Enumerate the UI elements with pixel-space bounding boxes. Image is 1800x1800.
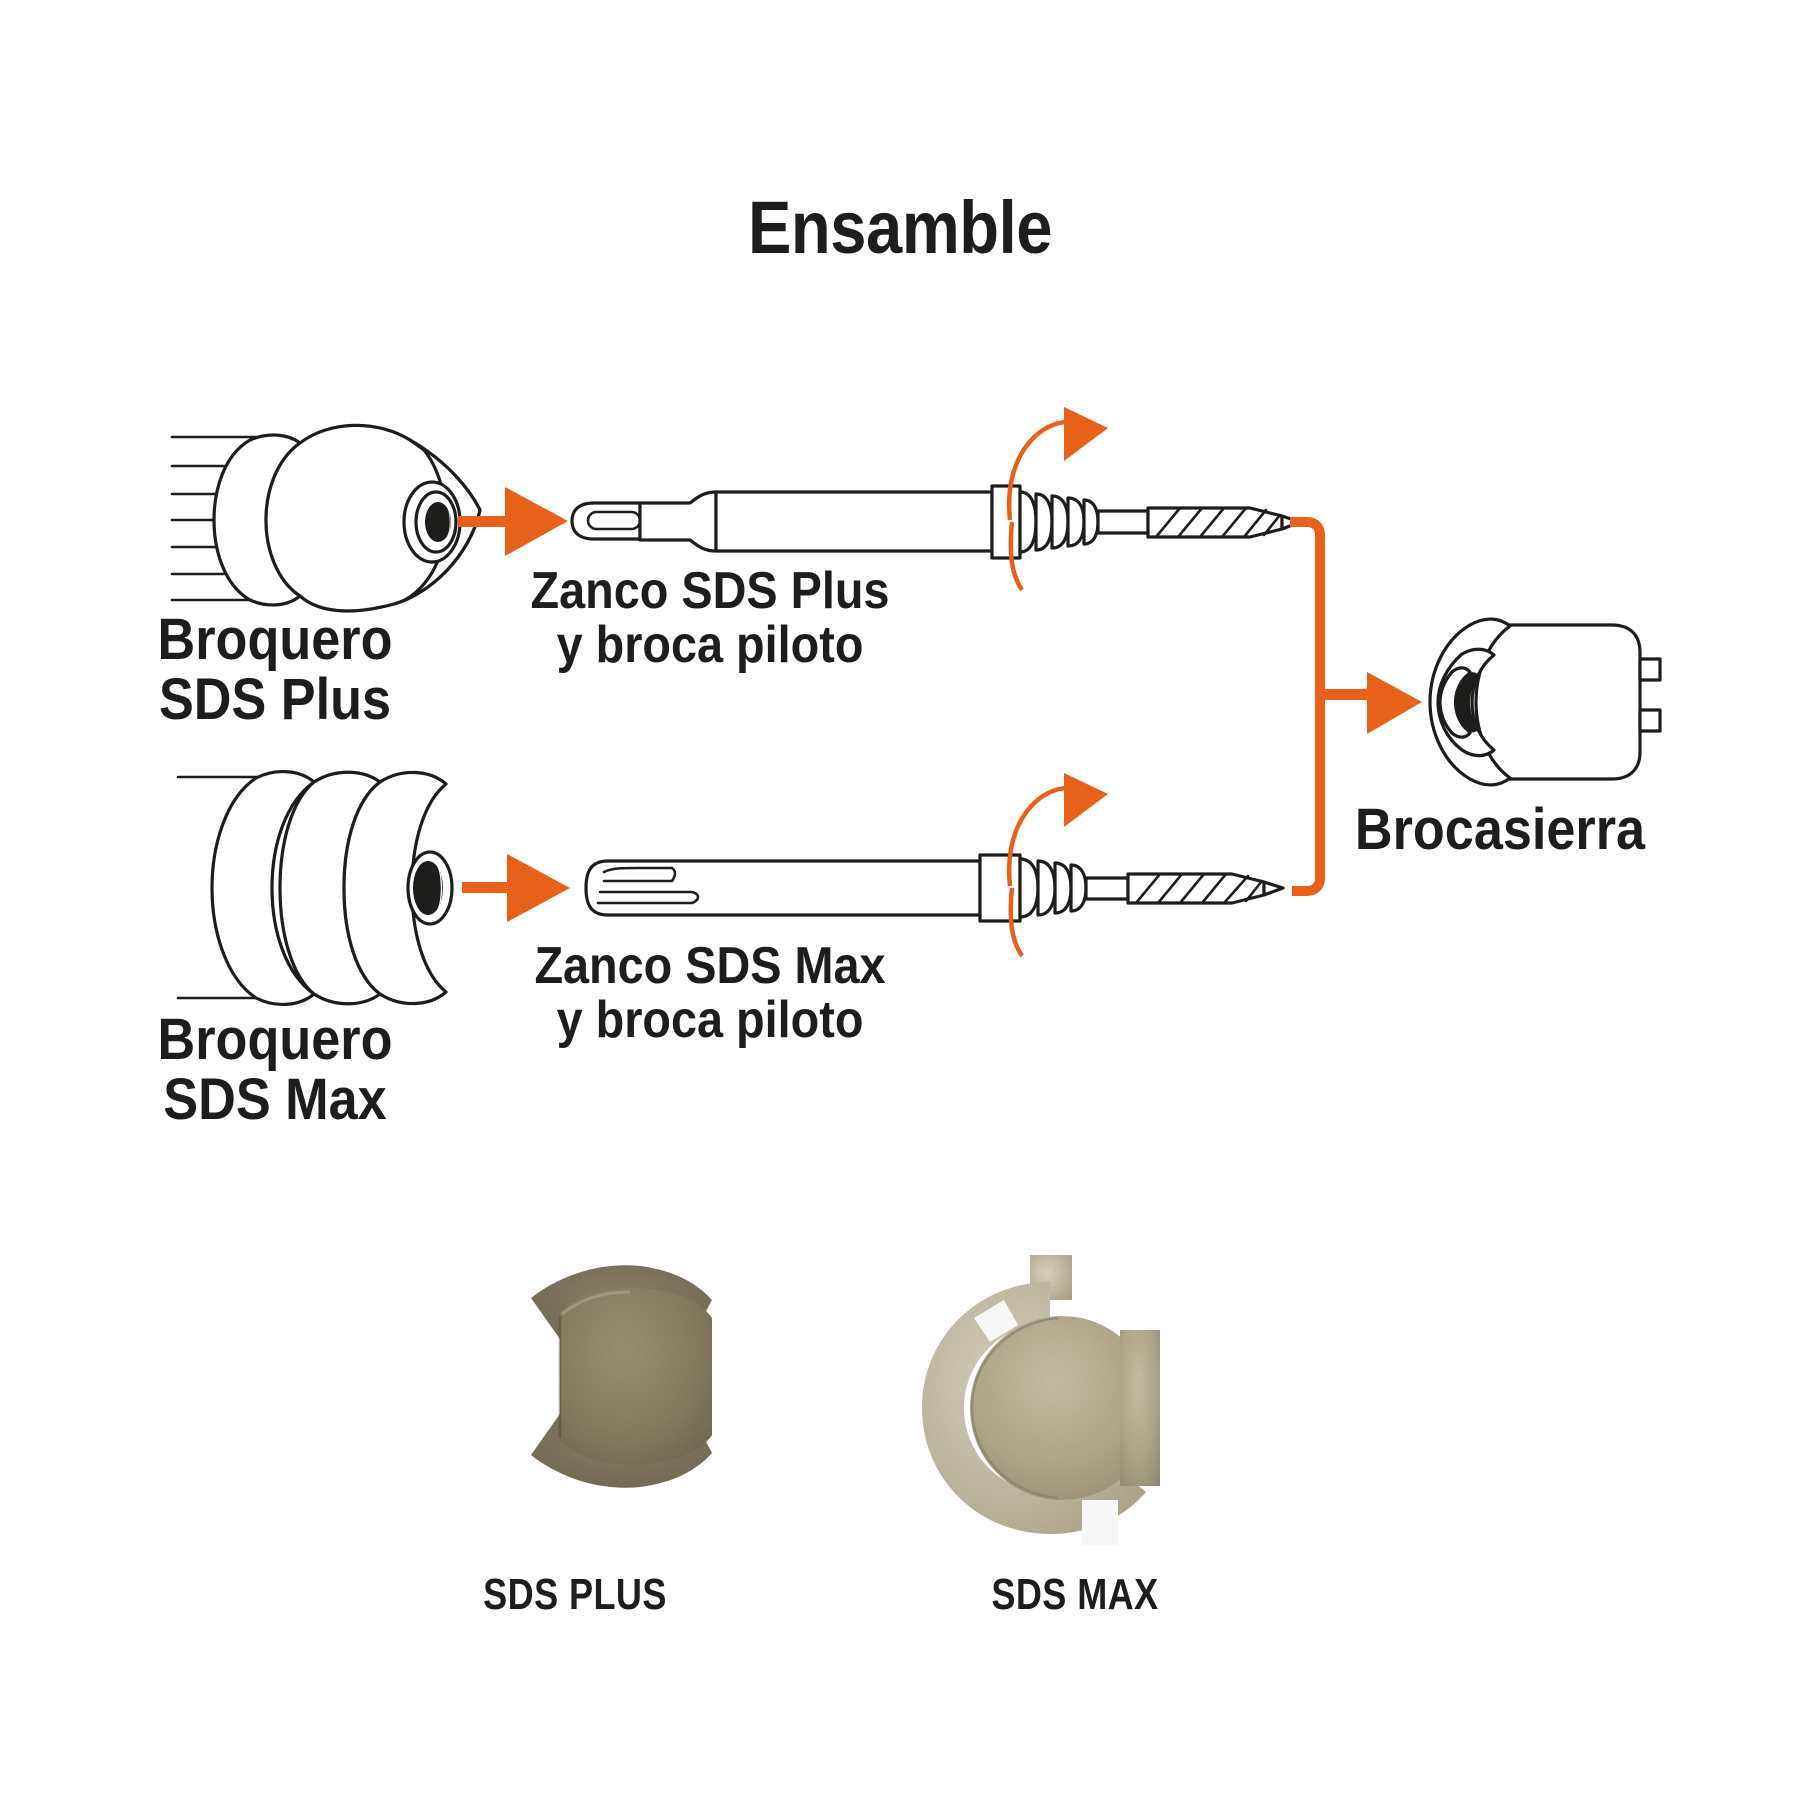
chuck-sds-plus-art [170, 423, 482, 613]
label-broquero-sds-plus: Broquero SDS Plus [157, 607, 393, 732]
rotation-arrow-max [1006, 773, 1108, 958]
page-title: Ensamble [747, 186, 1053, 269]
label-zanco-sds-max: Zanco SDS Max y broca piloto [534, 937, 886, 1049]
merge-bracket [1290, 517, 1422, 896]
shank-sds-max-art [584, 853, 1285, 923]
chuck-sds-max-art [176, 770, 454, 1006]
photo-sds-plus [531, 1265, 712, 1488]
caption-sds-max: SDS MAX [991, 1570, 1159, 1619]
caption-sds-plus: SDS PLUS [483, 1570, 667, 1619]
arrow-chuck-to-shank-plus [458, 487, 568, 556]
brocasierra-art [1428, 617, 1662, 787]
label-brocasierra: Brocasierra [1354, 797, 1646, 862]
shank-sds-plus-art [570, 484, 1302, 560]
label-zanco-sds-plus: Zanco SDS Plus y broca piloto [530, 562, 890, 674]
rotation-arrow-plus [1006, 407, 1108, 592]
label-broquero-sds-max: Broquero SDS Max [157, 1007, 393, 1132]
arrow-chuck-to-shank-max [462, 854, 570, 922]
photo-sds-max [922, 1255, 1160, 1545]
